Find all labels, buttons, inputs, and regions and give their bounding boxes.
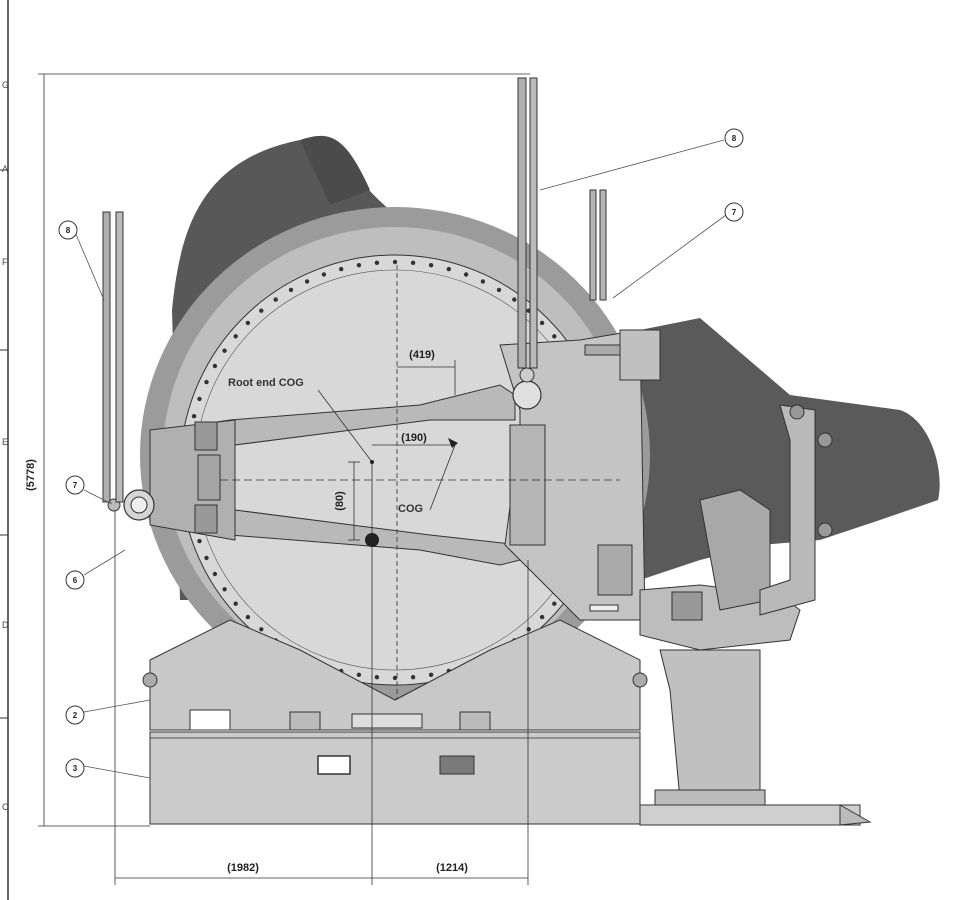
callout-3: 3 [73,764,78,773]
frame-mark-e: E [2,437,8,447]
bolt-hole [233,334,238,339]
bolt-hole [233,601,238,606]
bolt-hole [428,672,434,677]
lifting-rods [102,77,607,503]
bolt-hole [204,555,209,561]
bolt-hole [212,363,218,369]
bolt-hole [197,538,202,544]
bolt-hole [356,672,362,677]
dim-top-offset: (419) [409,349,435,361]
callout-circle-8-right [724,128,744,148]
bolt-hole [304,279,310,284]
bolt-hole [463,272,469,277]
bolt-hole [356,263,362,268]
bolt-hole [552,334,557,339]
bolt-hole [321,272,327,277]
bolt-hole [197,396,202,402]
frame-mark-f: F [2,257,8,267]
dim-cog-offset: (190) [401,432,427,444]
callout-circle-8-left [58,220,78,240]
cog-markers [365,438,458,547]
callout-leaders [74,139,727,779]
dim-base-left: (1982) [227,862,259,874]
bolt-hole [273,297,278,302]
bolt-hole [428,263,434,268]
bolt-hole [480,279,486,284]
bolt-hole [526,627,531,632]
label-cog: COG [398,503,423,515]
bolt-hole [374,260,380,265]
bolt-hole [410,260,416,265]
base-frame [149,731,872,826]
bolt-hole [245,320,251,326]
bolt-hole [204,379,209,385]
callout-circle-7-left [65,475,85,495]
bolt-hole [512,297,517,302]
callout-8-right: 8 [732,134,737,143]
callout-6: 6 [73,576,78,585]
bolt-hole [496,287,502,293]
frame-mark-d: D [2,620,9,630]
frame-mark-c: C [2,802,9,812]
bolt-hole [222,587,227,592]
bolt-hole [191,414,197,419]
callout-7-right: 7 [732,208,737,217]
callout-8-left: 8 [66,226,71,235]
tip-support [639,404,833,806]
bolt-hole [212,571,218,577]
bolt-hole [374,675,380,680]
bolt-hole [339,266,344,272]
right-clamp-plate [499,329,661,621]
callout-circle-7-right [724,202,744,222]
bolt-hole [222,348,227,353]
callout-7-left: 7 [73,481,78,490]
bolt-hole [539,614,545,620]
bolt-hole [245,614,251,620]
dimension-lines [38,73,620,885]
bolt-hole [410,675,416,680]
callout-circle-2 [65,705,85,725]
frame-mark-g: G [2,80,9,90]
saddle-cradle [142,619,648,731]
label-root-end-cog: Root end COG [228,377,304,389]
sheet-border-left [0,0,9,900]
bolt-hole [392,675,398,681]
dim-overall-height: (5778) [25,459,37,491]
frame-mark-a: A [2,164,8,174]
callout-circle-6 [65,570,85,590]
bolt-hole [539,320,545,326]
bolt-hole [392,259,398,265]
bolt-hole [288,287,294,293]
callout-circle-3 [65,758,85,778]
bolt-hole [446,266,451,272]
dim-base-right: (1214) [436,862,468,874]
bolt-hole [259,627,264,632]
callout-2: 2 [73,711,78,720]
root-flange [140,207,650,703]
dim-cog-vertical: (80) [334,491,346,511]
bolt-hole [552,601,557,606]
bolt-hole [259,308,264,313]
lifting-yoke [107,384,521,566]
